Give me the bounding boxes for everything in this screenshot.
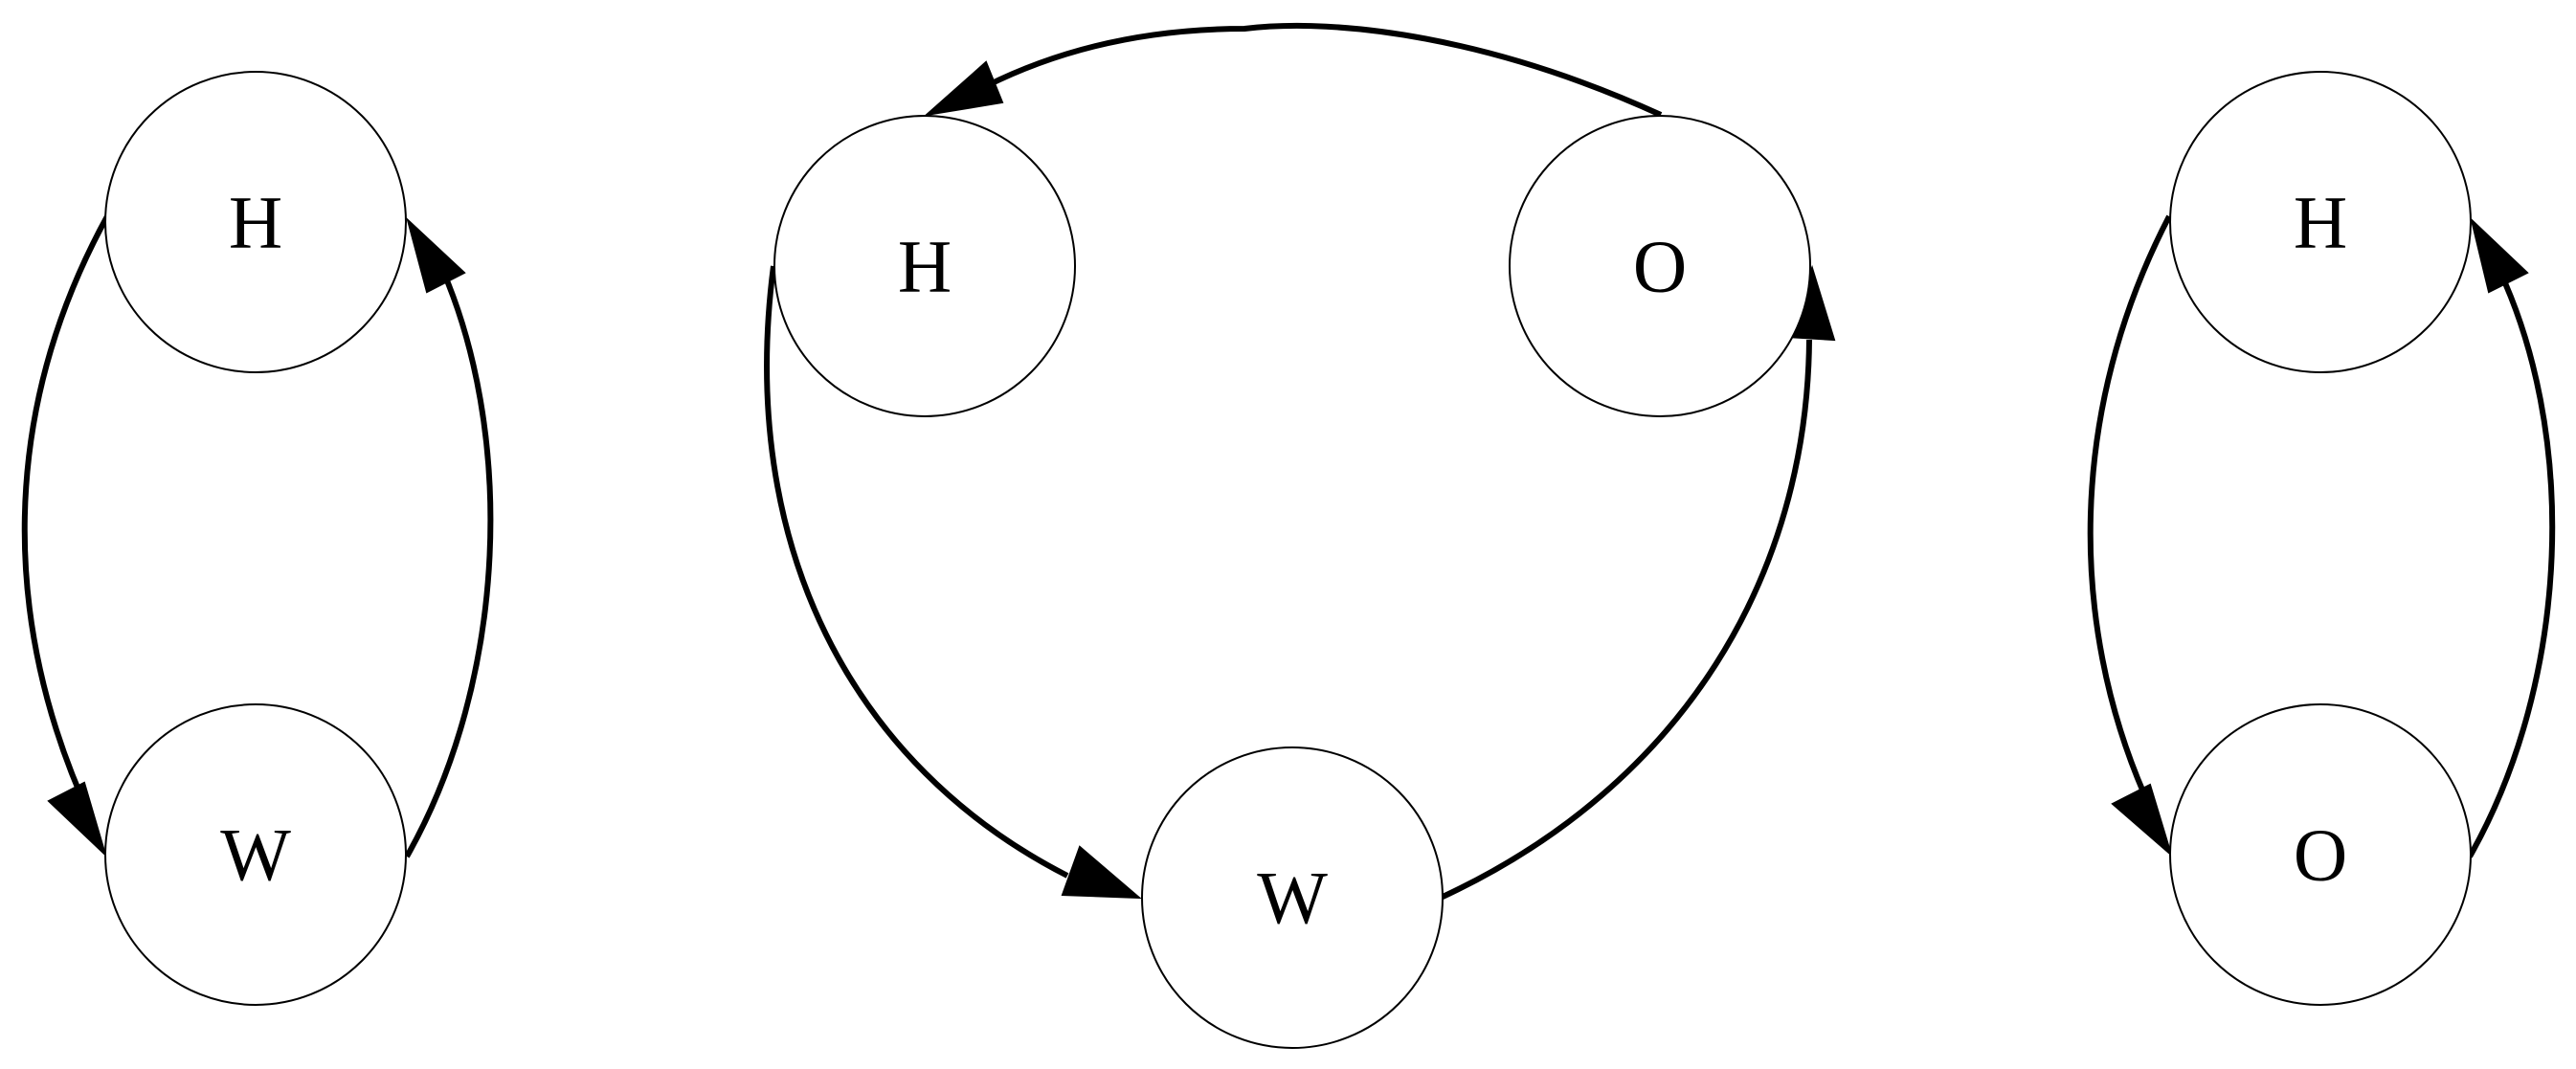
arrowhead-o-to-h — [2470, 216, 2529, 294]
diagram-h-o: H O — [2087, 71, 2556, 1006]
node-h: H — [773, 115, 1076, 417]
node-o-label: O — [2294, 813, 2347, 897]
node-h-label: H — [2294, 181, 2347, 264]
edge-h-to-w — [764, 265, 1069, 879]
node-w: W — [104, 703, 407, 1006]
diagram-h-w: H W — [21, 71, 494, 1006]
node-h-label: H — [898, 225, 952, 308]
node-o: O — [1509, 115, 1811, 417]
node-w: W — [1141, 746, 1444, 1049]
node-o-label: O — [1633, 225, 1687, 308]
node-w-label: W — [1257, 857, 1328, 940]
edge-h-to-o — [2087, 214, 2172, 796]
edge-w-to-h — [404, 256, 494, 858]
edge-o-to-h — [2467, 256, 2556, 858]
node-h-label: H — [229, 181, 282, 264]
diagram-h-w-o-cycle: H O W — [764, 22, 1836, 1049]
edge-w-to-o — [1439, 339, 1812, 901]
node-w-label: W — [220, 813, 291, 897]
arrowhead-w-to-h — [406, 216, 466, 294]
node-h: H — [2169, 71, 2472, 373]
arrowhead-h-to-o — [2111, 783, 2173, 858]
node-h: H — [104, 71, 407, 373]
node-o: O — [2169, 703, 2472, 1006]
arrowhead-o-to-h — [923, 60, 1004, 117]
edge-h-to-w — [21, 214, 110, 820]
arrowhead-h-to-w — [47, 781, 108, 858]
arrowhead-h-to-w — [1061, 845, 1142, 900]
edge-o-to-h — [984, 22, 1663, 118]
